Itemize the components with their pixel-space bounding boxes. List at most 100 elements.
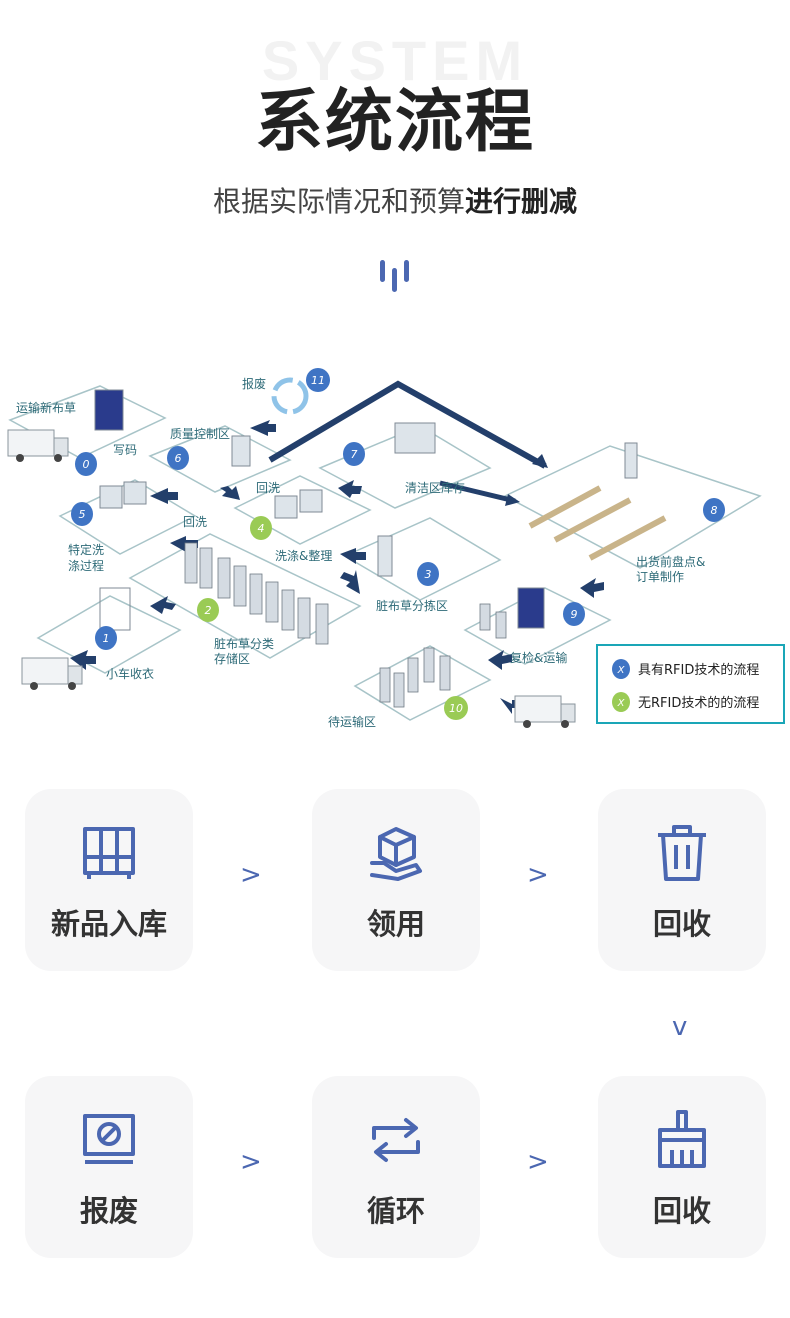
label-pre-ship-2: 订单制作 (636, 570, 684, 584)
step-number-7: 7 (351, 448, 358, 461)
label-dirty-sort: 脏布草分拣区 (376, 598, 448, 613)
legend-marker-no-rfid-text: X (617, 698, 626, 709)
label-cart-collect: 小车收衣 (106, 666, 154, 681)
gate-cart (99, 587, 131, 631)
page-title: 系统流程 (254, 83, 535, 162)
step-number-1: 1 (103, 632, 110, 645)
truck-bottom-right (514, 695, 576, 728)
step-marker-9 (563, 602, 585, 626)
platform-await (353, 645, 492, 721)
legend-label-no-rfid: 无RFID技术的的流程 (638, 695, 759, 711)
arrow-rewash-left (150, 488, 178, 504)
truck-bottom-left (21, 657, 83, 690)
platform-quality (148, 425, 292, 493)
hand-box-icon (370, 827, 422, 881)
step-marker-3 (417, 562, 439, 586)
arrow-clean-to-wash (338, 480, 362, 498)
gate-pre-ship (624, 442, 638, 479)
pre-ship-conveyors (528, 485, 667, 561)
arrow-ship-to-recheck (580, 578, 604, 598)
legend-label-rfid: 具有RFID技术的流程 (638, 662, 759, 678)
flow-card-label: 新品入库 (50, 907, 167, 941)
step-marker-4 (250, 516, 272, 540)
flow-card-label: 领用 (366, 907, 425, 941)
label-special-wash-1: 特定洗 (68, 542, 104, 557)
washer-3 (274, 495, 298, 519)
rfid-cabinet-recheck (517, 587, 545, 629)
subtitle-bold: 进行删减 (465, 185, 578, 218)
flow-arrow-right-2: > (527, 860, 549, 890)
step-marker-6 (167, 446, 189, 470)
flow-card-recycle-2: 回收 (598, 1076, 766, 1258)
step-number-11: 11 (311, 374, 325, 387)
broom-icon (658, 1110, 706, 1168)
arrow-sort-to-wash (340, 548, 366, 564)
arrow-quality-to-scrap (250, 420, 276, 436)
platform-pre-ship (503, 445, 762, 569)
flow-card-scrap: 报废 (25, 1076, 193, 1258)
process-diagram: 0 1 2 3 4 5 6 7 8 9 10 11 运输新布草 写码 报废 质量… (7, 368, 785, 729)
arrow-recheck-to-await (488, 650, 512, 670)
step-number-6: 6 (175, 452, 182, 465)
label-await-ship: 待运输区 (328, 714, 376, 729)
step-number-5: 5 (79, 508, 86, 521)
label-rewash-2: 回洗 (183, 515, 207, 529)
washer-4 (299, 489, 323, 513)
label-special-wash-2: 涤过程 (68, 558, 104, 573)
route-arrowhead-clean (505, 494, 520, 506)
legend-marker-no-rfid (612, 692, 630, 712)
step-marker-8 (703, 498, 725, 522)
label-quality-zone: 质量控制区 (170, 427, 230, 441)
step-number-3: 3 (425, 568, 432, 581)
flow-card-label: 回收 (652, 1194, 711, 1228)
recycle-icon (271, 377, 309, 415)
step-marker-1 (95, 626, 117, 650)
dirty-storage-carts (184, 542, 507, 708)
flow-card-label: 回收 (652, 907, 711, 941)
label-recheck: 复检&运输 (510, 650, 567, 665)
step-number-9: 9 (571, 608, 578, 621)
legend-marker-rfid-text: X (617, 665, 626, 676)
washer-1 (99, 485, 123, 509)
arrow-cart-to-store (150, 596, 176, 614)
flow-arrow-right-1: > (240, 860, 262, 890)
step-marker-11 (306, 368, 330, 392)
step-number-4: 4 (258, 522, 265, 535)
flow-card-new-stock: 新品入库 (25, 789, 193, 971)
truck-top (7, 429, 69, 462)
flow-arrow-down: v (672, 1012, 688, 1042)
step-number-8: 8 (711, 504, 718, 517)
platform-dirty-sort (343, 517, 502, 601)
shelf-quality (231, 435, 251, 467)
flow-card-issue: 领用 (312, 789, 480, 971)
flow-arrow-right-4: > (527, 1147, 549, 1177)
label-clean-storage: 清洁区库存 (405, 480, 465, 495)
step-marker-5 (71, 502, 93, 526)
label-dirty-store-1: 脏布草分类 (214, 636, 274, 651)
step-marker-7 (343, 442, 365, 466)
legend-box: X 具有RFID技术的流程 X 无RFID技术的的流程 (596, 644, 785, 724)
page-subtitle: 根据实际情况和预算进行删减 (0, 180, 790, 220)
step-number-10: 10 (449, 702, 463, 715)
washer-2 (123, 481, 147, 505)
step-marker-10 (444, 696, 468, 720)
route-arrow-clean (439, 480, 516, 504)
step-number-2: 2 (205, 604, 212, 617)
rfid-cabinet-top (94, 389, 124, 431)
platform-clean-storage (318, 425, 492, 509)
flow-card-recycle: 回收 (598, 789, 766, 971)
label-pre-ship-1: 出货前盘点& (636, 554, 705, 569)
background-watermark-word: SYSTEM (261, 29, 529, 92)
flow-card-label: 循环 (366, 1194, 425, 1228)
label-dirty-store-2: 存储区 (214, 651, 250, 666)
shelf-clean (394, 422, 436, 454)
step-number-0: 0 (83, 458, 90, 471)
route-arrow-main (268, 380, 547, 469)
step-marker-2 (197, 598, 219, 622)
flow-card-cycle: 循环 (312, 1076, 480, 1258)
flow-arrow-right-3: > (240, 1147, 262, 1177)
arrow-truck-to-cart (70, 650, 96, 670)
trash-bin-icon (658, 825, 706, 881)
subtitle-normal: 根据实际情况和预算 (212, 185, 465, 218)
cabinet-icon (83, 827, 135, 879)
